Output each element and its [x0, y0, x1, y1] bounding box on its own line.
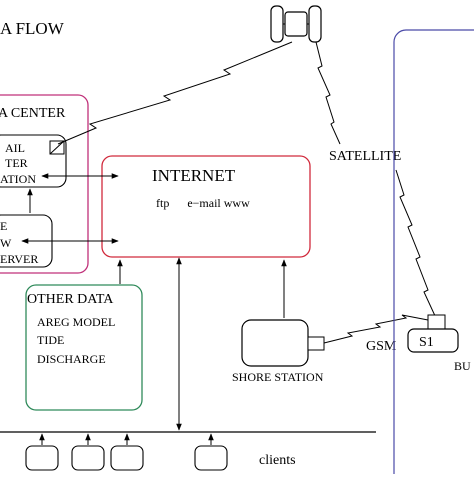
- satellite-label: SATELLITE: [329, 149, 401, 164]
- data-center-label: A CENTER: [0, 106, 66, 121]
- other-data-item-discharge: DISCHARGE: [37, 352, 106, 366]
- internet-services: ftp e−mail www: [156, 196, 250, 210]
- client-terminal: [110, 433, 144, 471]
- mail-station-line-2: TER: [5, 156, 28, 170]
- other-data-box: [25, 284, 143, 411]
- mail-station-line-3: ATION: [0, 172, 36, 186]
- shore-station-box: [241, 319, 309, 367]
- mail-station-line-1: AIL: [5, 141, 25, 155]
- other-data-item-tide: TIDE: [37, 333, 64, 347]
- server-line-3: ERVER: [0, 252, 38, 266]
- satellite-ground-link: [315, 41, 341, 145]
- s1-label: S1: [419, 335, 434, 350]
- buoy-antenna-icon: [427, 314, 446, 330]
- gsm-link: [323, 314, 429, 344]
- buoy-label: BU: [454, 359, 471, 373]
- client-terminal: [25, 433, 59, 471]
- satellite-buoy-link: [395, 169, 437, 319]
- mail-station-box: [0, 134, 67, 188]
- buoy-area-box: [393, 29, 474, 479]
- shore-station-label: SHORE STATION: [232, 370, 324, 384]
- other-data-label: OTHER DATA: [27, 292, 114, 307]
- server-line-1: E: [0, 219, 7, 233]
- server-line-2: W: [0, 236, 12, 250]
- s1-box: [407, 328, 459, 353]
- internet-box: [101, 155, 311, 258]
- internet-label: INTERNET: [152, 166, 236, 185]
- data-center-box: [0, 94, 89, 274]
- clients-label: clients: [259, 453, 296, 468]
- gsm-label: GSM: [366, 339, 397, 354]
- client-terminal: [194, 433, 228, 471]
- satellite-datacenter-link: [57, 41, 293, 145]
- client-terminal: [71, 433, 105, 471]
- other-data-item-areg: AREG MODEL: [37, 315, 115, 329]
- satellite-icon: [270, 5, 322, 43]
- diagram-title: A FLOW: [0, 19, 65, 38]
- shore-antenna-icon: [307, 336, 325, 351]
